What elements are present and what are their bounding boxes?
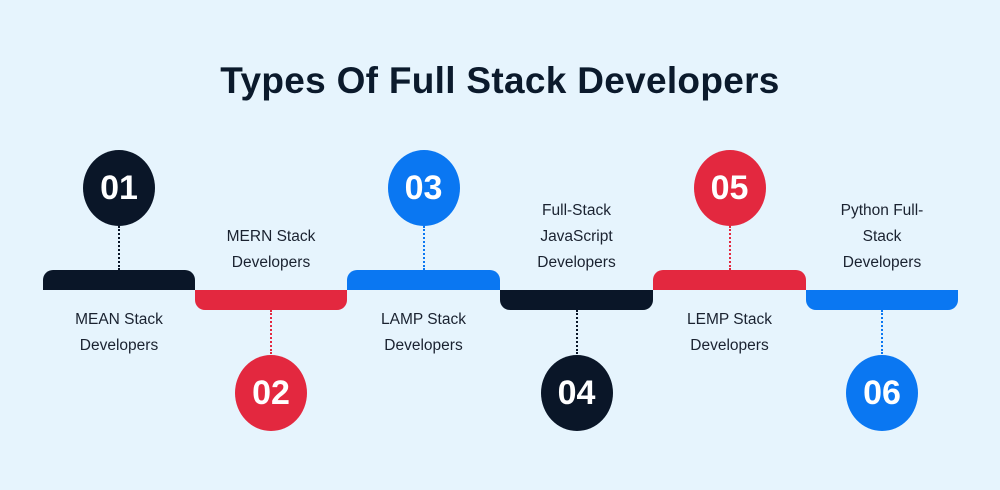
step-label-line: Full-Stack	[542, 202, 611, 219]
step-label-line: Developers	[537, 254, 616, 271]
dotted-connector	[728, 226, 731, 270]
step-label-line: Developers	[231, 254, 311, 271]
step-number-badge: 06	[846, 355, 918, 431]
dotted-connector	[422, 226, 425, 270]
dotted-connector	[270, 310, 272, 354]
timeline-bar	[806, 290, 958, 310]
step-label-line: LEMP Stack	[686, 311, 772, 328]
timeline-bar	[653, 270, 806, 290]
timeline-bar	[195, 290, 347, 310]
step-label-line: Developers	[690, 337, 769, 354]
step-label-line: Developers	[384, 337, 463, 354]
dotted-connector	[881, 310, 883, 354]
step-label-line: JavaScript	[540, 228, 613, 245]
timeline-bar	[500, 290, 653, 310]
step-label-line: MERN Stack	[226, 228, 316, 245]
timeline-bar	[347, 270, 500, 290]
step-label-line: LAMP Stack	[380, 311, 466, 328]
dotted-connector	[575, 310, 578, 354]
step-label-line: Developers	[79, 337, 159, 354]
step-number-badge: 02	[235, 355, 307, 431]
dotted-connector	[118, 226, 120, 270]
step-number-badge: 04	[540, 355, 613, 431]
step-number-badge: 05	[693, 150, 766, 226]
step-label-line: MEAN Stack	[75, 311, 163, 328]
step-number-badge: 03	[387, 150, 460, 226]
timeline-bar	[43, 270, 195, 290]
step-number-badge: 01	[83, 150, 155, 226]
step-label-line: Python Full-	[840, 202, 924, 219]
step-label-line: Developers	[842, 254, 922, 271]
step-label-line: Stack	[862, 228, 902, 245]
page-title: Types Of Full Stack Developers	[220, 60, 780, 101]
